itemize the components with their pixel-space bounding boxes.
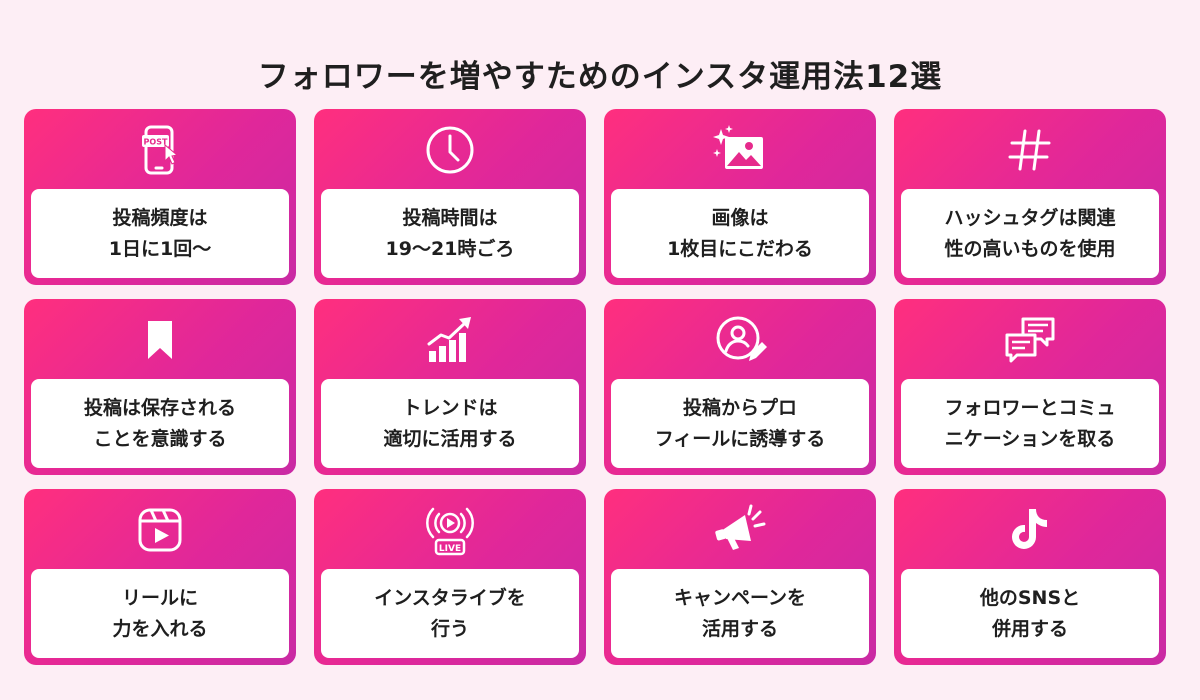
chat-bubbles-icon [1003, 313, 1057, 367]
tip-card-body: フォロワーとコミュ ニケーションを取る [901, 379, 1159, 468]
bookmark-icon [133, 313, 187, 367]
tip-line: 1枚目にこだわる [667, 237, 813, 260]
tip-line: フィールに誘導する [654, 427, 826, 450]
tip-card-body: ハッシュタグは関連 性の高いものを使用 [901, 189, 1159, 278]
tip-card-hashtags: ハッシュタグは関連 性の高いものを使用 [894, 109, 1166, 285]
tip-line: 力を入れる [112, 617, 208, 640]
tip-line: 他のSNSと [979, 586, 1081, 609]
reels-icon [133, 503, 187, 557]
tip-line: 1日に1回〜 [108, 237, 212, 260]
tip-line: 投稿からプロ [682, 396, 797, 419]
tip-card-live: LIVE インスタライブを 行う [314, 489, 586, 665]
tip-line: 活用する [701, 617, 778, 640]
tip-card-body: トレンドは 適切に活用する [321, 379, 579, 468]
tip-card-body: 投稿からプロ フィールに誘導する [611, 379, 869, 468]
tip-line: リールに [121, 586, 198, 609]
tip-card-body: 画像は 1枚目にこだわる [611, 189, 869, 278]
tiktok-icon [1003, 503, 1057, 557]
tip-line: 19〜21時ごろ [385, 237, 515, 260]
tip-card-campaign: キャンペーンを 活用する [604, 489, 876, 665]
tip-line: インスタライブを [374, 586, 526, 609]
tip-line: フォロワーとコミュ [944, 396, 1116, 419]
clock-icon [423, 123, 477, 177]
tip-line: キャンペーンを [673, 586, 807, 609]
tip-card-profile-link: 投稿からプロ フィールに誘導する [604, 299, 876, 475]
megaphone-icon [713, 503, 767, 557]
tip-line: ことを意識する [93, 427, 227, 450]
page-title: フォロワーを増やすためのインスタ運用法12選 [257, 58, 943, 95]
live-label: LIVE [439, 544, 461, 554]
tip-card-body: リールに 力を入れる [31, 569, 289, 658]
tip-line: ハッシュタグは関連 [944, 206, 1116, 229]
tip-line: トレンドは [402, 396, 498, 419]
tip-line: 行う [430, 617, 469, 640]
tip-line: 性の高いものを使用 [944, 237, 1116, 260]
tips-grid: POST 投稿頻度は 1日に1回〜 投稿時間は 19〜21時ごろ [24, 109, 1166, 665]
tip-card-saves: 投稿は保存される ことを意識する [24, 299, 296, 475]
profile-edit-icon [713, 313, 767, 367]
tip-card-body: キャンペーンを 活用する [611, 569, 869, 658]
tip-line: ニケーションを取る [944, 427, 1116, 450]
tip-card-posting-frequency: POST 投稿頻度は 1日に1回〜 [24, 109, 296, 285]
tip-card-body: 投稿は保存される ことを意識する [31, 379, 289, 468]
smartphone-post-icon: POST [133, 123, 187, 177]
post-label: POST [144, 138, 168, 147]
tip-line: 投稿頻度は [112, 206, 208, 229]
tip-card-other-sns: 他のSNSと 併用する [894, 489, 1166, 665]
live-icon: LIVE [423, 503, 477, 557]
tip-card-body: 投稿時間は 19〜21時ごろ [321, 189, 579, 278]
tip-card-body: インスタライブを 行う [321, 569, 579, 658]
tip-card-posting-time: 投稿時間は 19〜21時ごろ [314, 109, 586, 285]
tip-card-body: 投稿頻度は 1日に1回〜 [31, 189, 289, 278]
tip-line: 投稿は保存される [83, 396, 236, 419]
tip-card-body: 他のSNSと 併用する [901, 569, 1159, 658]
tip-line: 投稿時間は [402, 206, 498, 229]
trend-chart-icon [423, 313, 477, 367]
tip-card-reels: リールに 力を入れる [24, 489, 296, 665]
tip-line: 併用する [991, 617, 1068, 640]
tip-card-first-image: 画像は 1枚目にこだわる [604, 109, 876, 285]
tip-line: 適切に活用する [383, 427, 517, 450]
hashtag-icon [1003, 123, 1057, 177]
tip-card-trends: トレンドは 適切に活用する [314, 299, 586, 475]
tip-line: 画像は [711, 206, 769, 229]
tip-card-communication: フォロワーとコミュ ニケーションを取る [894, 299, 1166, 475]
image-sparkle-icon [713, 123, 767, 177]
